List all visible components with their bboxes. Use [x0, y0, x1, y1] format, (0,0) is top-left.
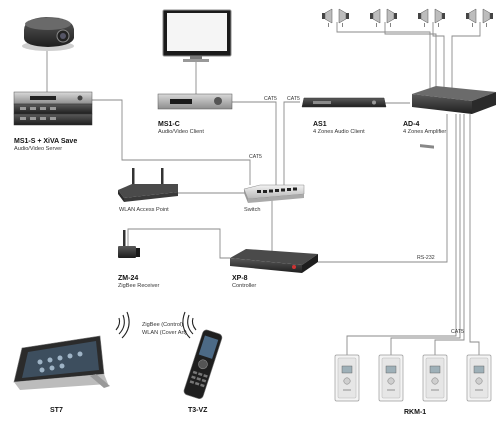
cable-network [46, 22, 481, 355]
rkm1-keypads [334, 354, 492, 402]
switch-sub: Switch [244, 207, 260, 213]
keypad-3-icon [422, 354, 448, 402]
ms1s-name: MS1-S + XiVA Save [14, 138, 77, 145]
ad4-name: AD-4 [403, 121, 419, 128]
as1-audio-client-icon [301, 97, 387, 108]
xp8-controller-icon [230, 249, 318, 273]
keypad-2-icon [378, 354, 404, 402]
cable-label-rs232: RS-232 [417, 255, 435, 261]
wireless-signal-icon [115, 311, 197, 339]
rkm1-name: RKM-1 [404, 409, 426, 416]
ms1s-server-icon [13, 91, 93, 126]
xp8-sub: Controller [232, 283, 256, 289]
keypad-1-icon [334, 354, 360, 402]
cable-label-keypads: CAT5 [451, 329, 464, 335]
ms1c-client-icon [157, 93, 233, 110]
speaker-pair-2 [369, 8, 398, 28]
ms1c-name: MS1-C [158, 121, 180, 128]
ms1c-sub: Audio/Video Client [158, 129, 204, 135]
tv-icon [162, 9, 232, 62]
st7-touchscreen-icon [13, 335, 110, 390]
xp8-name: XP-8 [232, 275, 248, 282]
t3vz-remote-icon [183, 329, 223, 399]
projector-icon [22, 17, 74, 51]
cable-label-server: CAT5 [249, 154, 262, 160]
keypad-4-icon [466, 354, 492, 402]
speaker-pair-1 [321, 8, 350, 28]
cable-label-as1: CAT5 [287, 96, 300, 102]
speakers [321, 8, 494, 28]
wireless-label-zigbee: ZigBee (Control) [142, 322, 183, 328]
ad4-amplifier-icon [412, 86, 496, 149]
zm24-name: ZM-24 [118, 275, 138, 282]
wlan-access-point-icon [118, 168, 178, 202]
speaker-pair-3 [417, 8, 446, 28]
zm24-sub: ZigBee Receiver [118, 283, 159, 289]
wireless-label-wlan: WLAN (Cover Art) [142, 330, 187, 336]
zm24-zigbee-receiver-icon [118, 230, 140, 258]
cable-label-ms1c: CAT5 [264, 96, 277, 102]
as1-sub: 4 Zones Audio Client [313, 129, 365, 135]
t3vz-name: T3-VZ [188, 407, 208, 414]
ms1s-sub: Audio/Video Server [14, 146, 62, 152]
wlan-sub: WLAN Access Point [119, 207, 169, 213]
network-switch-icon [243, 184, 305, 203]
speaker-pair-4 [465, 8, 494, 28]
st7-name: ST7 [50, 407, 63, 414]
as1-name: AS1 [313, 121, 327, 128]
ad4-sub: 4 Zones Amplifier [403, 129, 446, 135]
